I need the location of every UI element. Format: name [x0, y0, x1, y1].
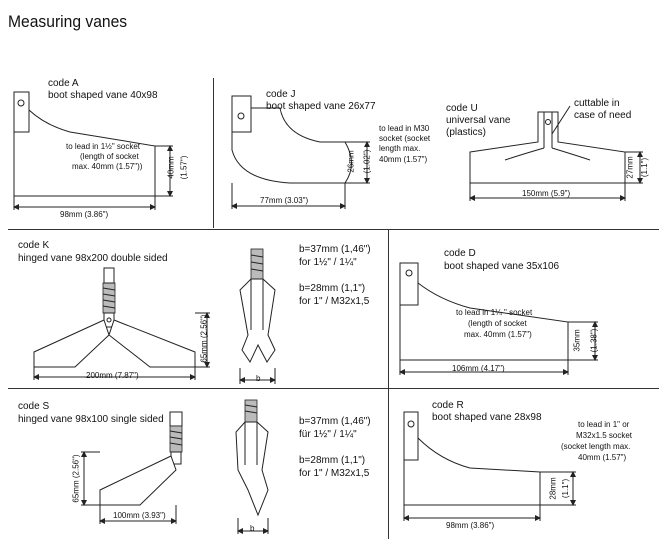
- vane-d-height: 35mm: [572, 329, 582, 352]
- vane-k-spec-1: b=37mm (1,46"): [299, 244, 371, 255]
- vane-k-blade-right: [108, 319, 196, 368]
- vane-j-height: 26mm: [346, 150, 356, 173]
- vane-s-stem: [169, 411, 183, 427]
- vane-a-drawing: [13, 91, 173, 210]
- vane-a-hole: [17, 99, 25, 107]
- vane-u-note-2: case of need: [574, 110, 632, 121]
- vane-j-note-2: socket (socket: [379, 134, 431, 143]
- vane-j-hole: [237, 112, 245, 120]
- vane-k-height: 65mm (2.56"): [199, 314, 209, 363]
- vane-j-code: code J: [266, 89, 296, 100]
- vane-j-drawing: [231, 95, 370, 209]
- vane-d-blade: [399, 281, 569, 361]
- vane-u-blade: [469, 111, 626, 184]
- vane-j-blade: [231, 107, 352, 184]
- vane-r-note-3: (socket length max.: [561, 442, 631, 451]
- separator-s-r: [388, 389, 389, 539]
- vane-s-code: code S: [18, 401, 50, 412]
- vane-r-width: 98mm (3.86"): [446, 521, 495, 530]
- vane-d-note-2: (length of socket: [468, 319, 527, 328]
- vane-u-height-in: (1.1"): [640, 157, 650, 178]
- separator-row1: [8, 229, 659, 230]
- vane-d-note-1: to lead in 1¼ " socket: [456, 308, 533, 317]
- vane-j-height-in: (1.02"): [362, 149, 372, 174]
- separator-row2: [8, 388, 659, 389]
- vane-k-stem: [103, 267, 115, 284]
- vane-s-height: 65mm (2.56"): [71, 454, 81, 503]
- vane-u-name-2: (plastics): [446, 127, 487, 138]
- vane-j-note-3: length max.: [379, 144, 421, 153]
- vane-k-thread: [102, 282, 116, 314]
- vane-s-blade: [99, 455, 177, 506]
- vane-k-spec-4: for 1" / M32x1,5: [299, 296, 370, 307]
- vane-u-height: 27mm: [625, 156, 635, 179]
- vane-k-b: b: [256, 374, 261, 383]
- vane-k-drawing: [33, 248, 276, 384]
- vane-r-note-1: to lead in 1" or: [578, 420, 630, 429]
- page-title: Measuring vanes: [8, 12, 128, 31]
- vane-d-hole: [405, 269, 413, 277]
- vane-s-name: hinged vane 98x100 single sided: [18, 414, 164, 425]
- vane-r-height-in: (1.1"): [561, 478, 571, 499]
- vane-r-name: boot shaped vane 28x98: [432, 412, 542, 423]
- vane-d-stem: [399, 262, 419, 306]
- vane-d-code: code D: [444, 248, 476, 259]
- vane-a-stem: [13, 91, 30, 133]
- separator-a-j: [213, 78, 214, 228]
- vane-s-width: 100mm (3.93"): [113, 511, 166, 520]
- vane-r-height: 28mm: [548, 477, 558, 500]
- vane-d-height-in: (1.38"): [589, 328, 599, 353]
- vane-a-note-1: to lead in 1½" socket: [66, 142, 140, 151]
- separator-k-d: [388, 230, 389, 388]
- vane-s-spec-1: b=37mm (1,46"): [299, 416, 371, 427]
- vane-s-side-blade: [235, 421, 269, 517]
- vane-s-spec-2: für 1½" / 1¼": [299, 429, 357, 440]
- vane-d-name: boot shaped vane 35x106: [444, 261, 560, 272]
- vane-k-side-blade: [239, 278, 276, 364]
- vane-s-drawing: [81, 399, 269, 534]
- vane-r-stem: [403, 411, 419, 461]
- vane-k-name: hinged vane 98x200 double sided: [18, 253, 168, 264]
- vane-a-code: code A: [48, 78, 79, 89]
- vane-r-drawing: [403, 411, 576, 521]
- vane-j-note-4: 40mm (1.57"): [379, 155, 428, 164]
- vane-j-width: 77mm (3.03"): [260, 196, 309, 205]
- vane-a-height: 40mm: [166, 156, 176, 179]
- vane-j-note-1: to lead in M30: [379, 124, 430, 133]
- vane-u-hole: [545, 119, 551, 125]
- vane-k-spec-2: for 1½" / 1¼": [299, 257, 357, 268]
- vane-j-stem: [231, 95, 252, 133]
- vane-k-code: code K: [18, 240, 50, 251]
- vane-r-note-2: M32x1.5 socket: [576, 431, 633, 440]
- vane-k-spec-3: b=28mm (1,1"): [299, 283, 366, 294]
- vane-r-code: code R: [432, 400, 464, 411]
- vane-d-note-3: max. 40mm (1.57"): [464, 330, 532, 339]
- vane-k-blade-left: [33, 319, 110, 368]
- vane-u-name-1: universal vane: [446, 115, 511, 126]
- vane-u-drawing: [469, 105, 643, 201]
- vane-s-spec-3: b=28mm (1,1"): [299, 455, 366, 466]
- vane-d-drawing: [399, 262, 598, 375]
- vane-a-width: 98mm (3.86"): [60, 210, 109, 219]
- vane-a-name: boot shaped vane 40x98: [48, 90, 158, 101]
- vane-u-code: code U: [446, 103, 478, 114]
- vane-a-blade: [13, 108, 156, 197]
- vane-r-hole: [407, 420, 415, 428]
- vane-k-width: 200mm (7.87"): [86, 371, 139, 380]
- vane-a-note-2: (length of socket: [80, 152, 139, 161]
- vane-s-spec-4: for 1" / M32x1,5: [299, 468, 370, 479]
- vane-u-cut-pointer: [551, 105, 571, 135]
- vane-r-note-4: 40mm (1.57"): [578, 453, 627, 462]
- vane-r-blade: [403, 436, 541, 506]
- vane-u-note-1: cuttable in: [574, 98, 620, 109]
- vane-a-height-in: (1.57"): [179, 155, 189, 180]
- vane-u-width: 150mm (5.9"): [522, 189, 571, 198]
- vane-d-width: 106mm (4.17"): [452, 364, 505, 373]
- vane-j-name: boot shaped vane 26x77: [266, 101, 376, 112]
- vane-a-note-3: max. 40mm (1.57")): [72, 162, 143, 171]
- vane-s-b: b: [250, 524, 255, 533]
